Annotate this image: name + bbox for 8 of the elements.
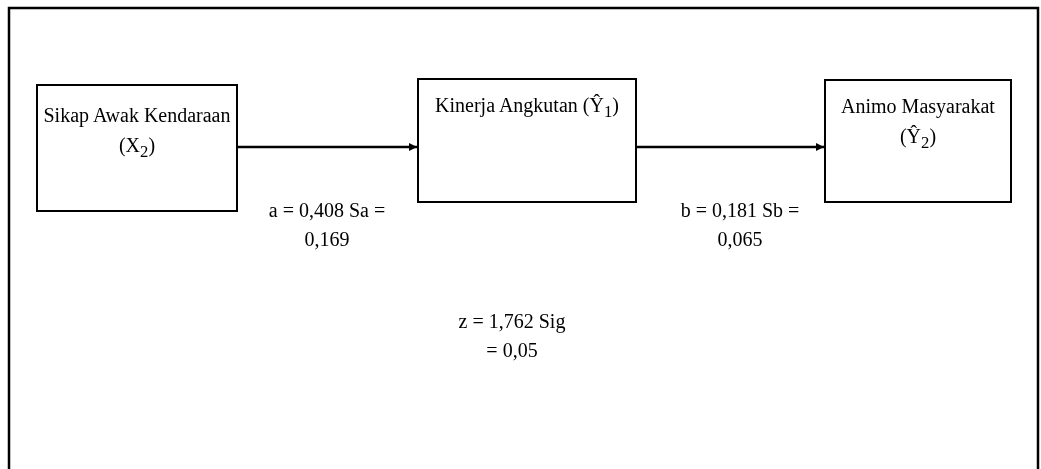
variable-box	[417, 78, 637, 203]
variable-name: Animo Masyarakat (Ŷ$_{2}$)	[840, 94, 996, 154]
variable-box	[824, 79, 1012, 203]
arrow	[238, 143, 417, 151]
variable-name: Kinerja Angkutan (Ŷ$_{1}$)	[435, 93, 619, 123]
variable-name: Sikap Awak Kendaraan (X$_{2}$)	[42, 103, 232, 163]
arrow	[637, 143, 824, 151]
variable-box	[36, 84, 238, 212]
